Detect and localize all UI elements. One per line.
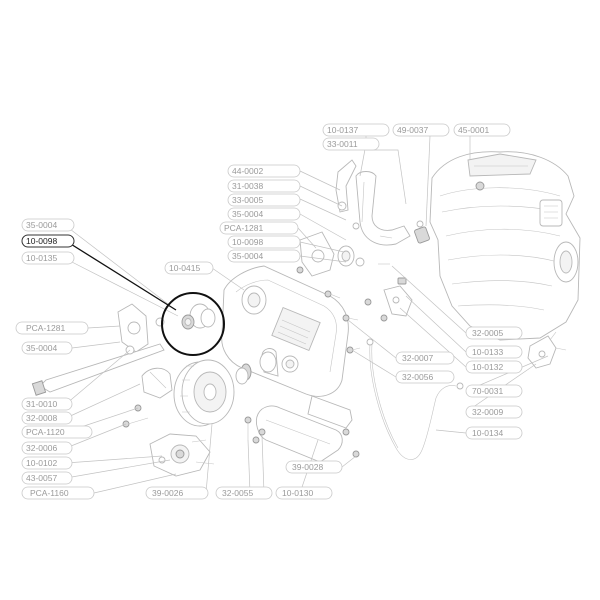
callout-32-0056[interactable]: 32-0056 [395,370,455,384]
callout-10-0102[interactable]: 10-0102 [21,456,73,470]
callout-text: 32-0007 [402,353,433,363]
callout-text: 32-0005 [472,328,503,338]
callout-49-0037[interactable]: 49-0037 [392,123,450,137]
callout-text: 10-0135 [26,253,57,263]
callout-text: 10-0133 [472,347,503,357]
callout-text: 10-0130 [282,488,313,498]
callout-text: 70-0031 [472,386,503,396]
right-bracket-plate [383,277,413,317]
highlight-indicator [65,240,225,356]
callout-labels: 10-0137 49-0037 45-0001 33-0011 44-0002 … [15,123,523,500]
callout-text: 35-0004 [232,209,263,219]
callout-35-0004-d[interactable]: 35-0004 [21,341,73,355]
callout-10-0415[interactable]: 10-0415 [164,261,214,275]
callout-PCA-1160[interactable]: PCA-1160 [21,486,95,500]
callout-10-0132[interactable]: 10-0132 [465,360,523,374]
callout-PCA-1281-b[interactable]: PCA-1281 [15,321,89,335]
callout-44-0002[interactable]: 44-0002 [227,164,301,178]
gearbox-housing [221,265,349,397]
callout-10-0130[interactable]: 10-0130 [275,486,333,500]
callout-text: PCA-1281 [224,223,263,233]
callout-32-0007[interactable]: 32-0007 [395,351,455,365]
callout-text: 45-0001 [458,125,489,135]
callout-33-0011[interactable]: 33-0011 [322,137,380,151]
lower-gear-assembly [149,433,215,477]
callout-text: 10-0102 [26,458,57,468]
callout-text: 31-0038 [232,181,263,191]
callout-text: 33-0005 [232,195,263,205]
mounting-plate [307,395,360,458]
callout-32-0006[interactable]: 32-0006 [21,441,73,455]
clutch-gear-assembly [122,367,173,428]
callout-31-0010[interactable]: 31-0010 [21,397,73,411]
callout-text: 31-0010 [26,399,57,409]
callout-text: 10-0132 [472,362,503,372]
belt-guard-cover [252,405,343,463]
callout-45-0001[interactable]: 45-0001 [453,123,511,137]
callout-text: 10-0137 [327,125,358,135]
drive-drum [173,359,249,427]
callout-text: 10-0134 [472,428,503,438]
callout-text: 33-0011 [327,139,358,149]
callout-10-0098-a[interactable]: 10-0098 [227,235,301,249]
cable-bracket-right [527,331,567,369]
callout-text: 44-0002 [232,166,263,176]
callout-text: 10-0098 [232,237,263,247]
callout-text: 43-0057 [26,473,57,483]
exhaust-pipe [355,171,430,246]
callout-text: 32-0008 [26,413,57,423]
callout-33-0005[interactable]: 33-0005 [227,193,301,207]
callout-32-0055[interactable]: 32-0055 [215,486,273,500]
callout-35-0004-b[interactable]: 35-0004 [227,249,301,263]
callout-PCA-1281-a[interactable]: PCA-1281 [219,221,299,235]
callout-text: 10-0098 [26,236,57,246]
callout-43-0057[interactable]: 43-0057 [21,471,73,485]
upper-bracket-cluster [296,231,365,277]
callout-35-0004-c[interactable]: 35-0004 [21,218,75,232]
callout-text: 39-0026 [152,488,183,498]
callout-10-0134[interactable]: 10-0134 [465,426,523,440]
callout-10-0137[interactable]: 10-0137 [322,123,390,137]
callout-39-0026[interactable]: 39-0026 [145,486,209,500]
callout-PCA-1120[interactable]: PCA-1120 [21,425,93,439]
callout-text: 10-0415 [169,263,200,273]
callout-31-0038[interactable]: 31-0038 [227,179,301,193]
callout-text: PCA-1281 [26,323,65,333]
callout-text: 39-0028 [292,462,323,472]
fasteners-lower [244,416,266,440]
throttle-lever [335,159,360,230]
callout-10-0098-b-highlighted[interactable]: 10-0098 [21,234,75,248]
fasteners-center [324,235,393,354]
callout-text: 32-0056 [402,372,433,382]
callout-text: PCA-1120 [26,427,65,437]
callout-text: 35-0004 [26,343,57,353]
throttle-cable [366,338,464,460]
callout-32-0008[interactable]: 32-0008 [21,411,73,425]
callout-10-0135[interactable]: 10-0135 [21,251,75,265]
callout-text: 32-0009 [472,407,503,417]
callout-text: 35-0004 [232,251,263,261]
engine-assembly [429,151,581,341]
callout-text: 32-0006 [26,443,57,453]
callout-10-0133[interactable]: 10-0133 [465,345,523,359]
callout-39-0028[interactable]: 39-0028 [285,460,343,474]
callout-35-0004-a[interactable]: 35-0004 [227,207,301,221]
callout-70-0031[interactable]: 70-0031 [465,384,523,398]
leader-lines [65,130,549,494]
callout-32-0005[interactable]: 32-0005 [465,326,523,340]
callout-text: PCA-1160 [30,488,69,498]
callout-32-0009[interactable]: 32-0009 [465,405,523,419]
callout-text: 32-0055 [222,488,253,498]
callout-text: 35-0004 [26,220,57,230]
callout-text: 49-0037 [397,125,428,135]
